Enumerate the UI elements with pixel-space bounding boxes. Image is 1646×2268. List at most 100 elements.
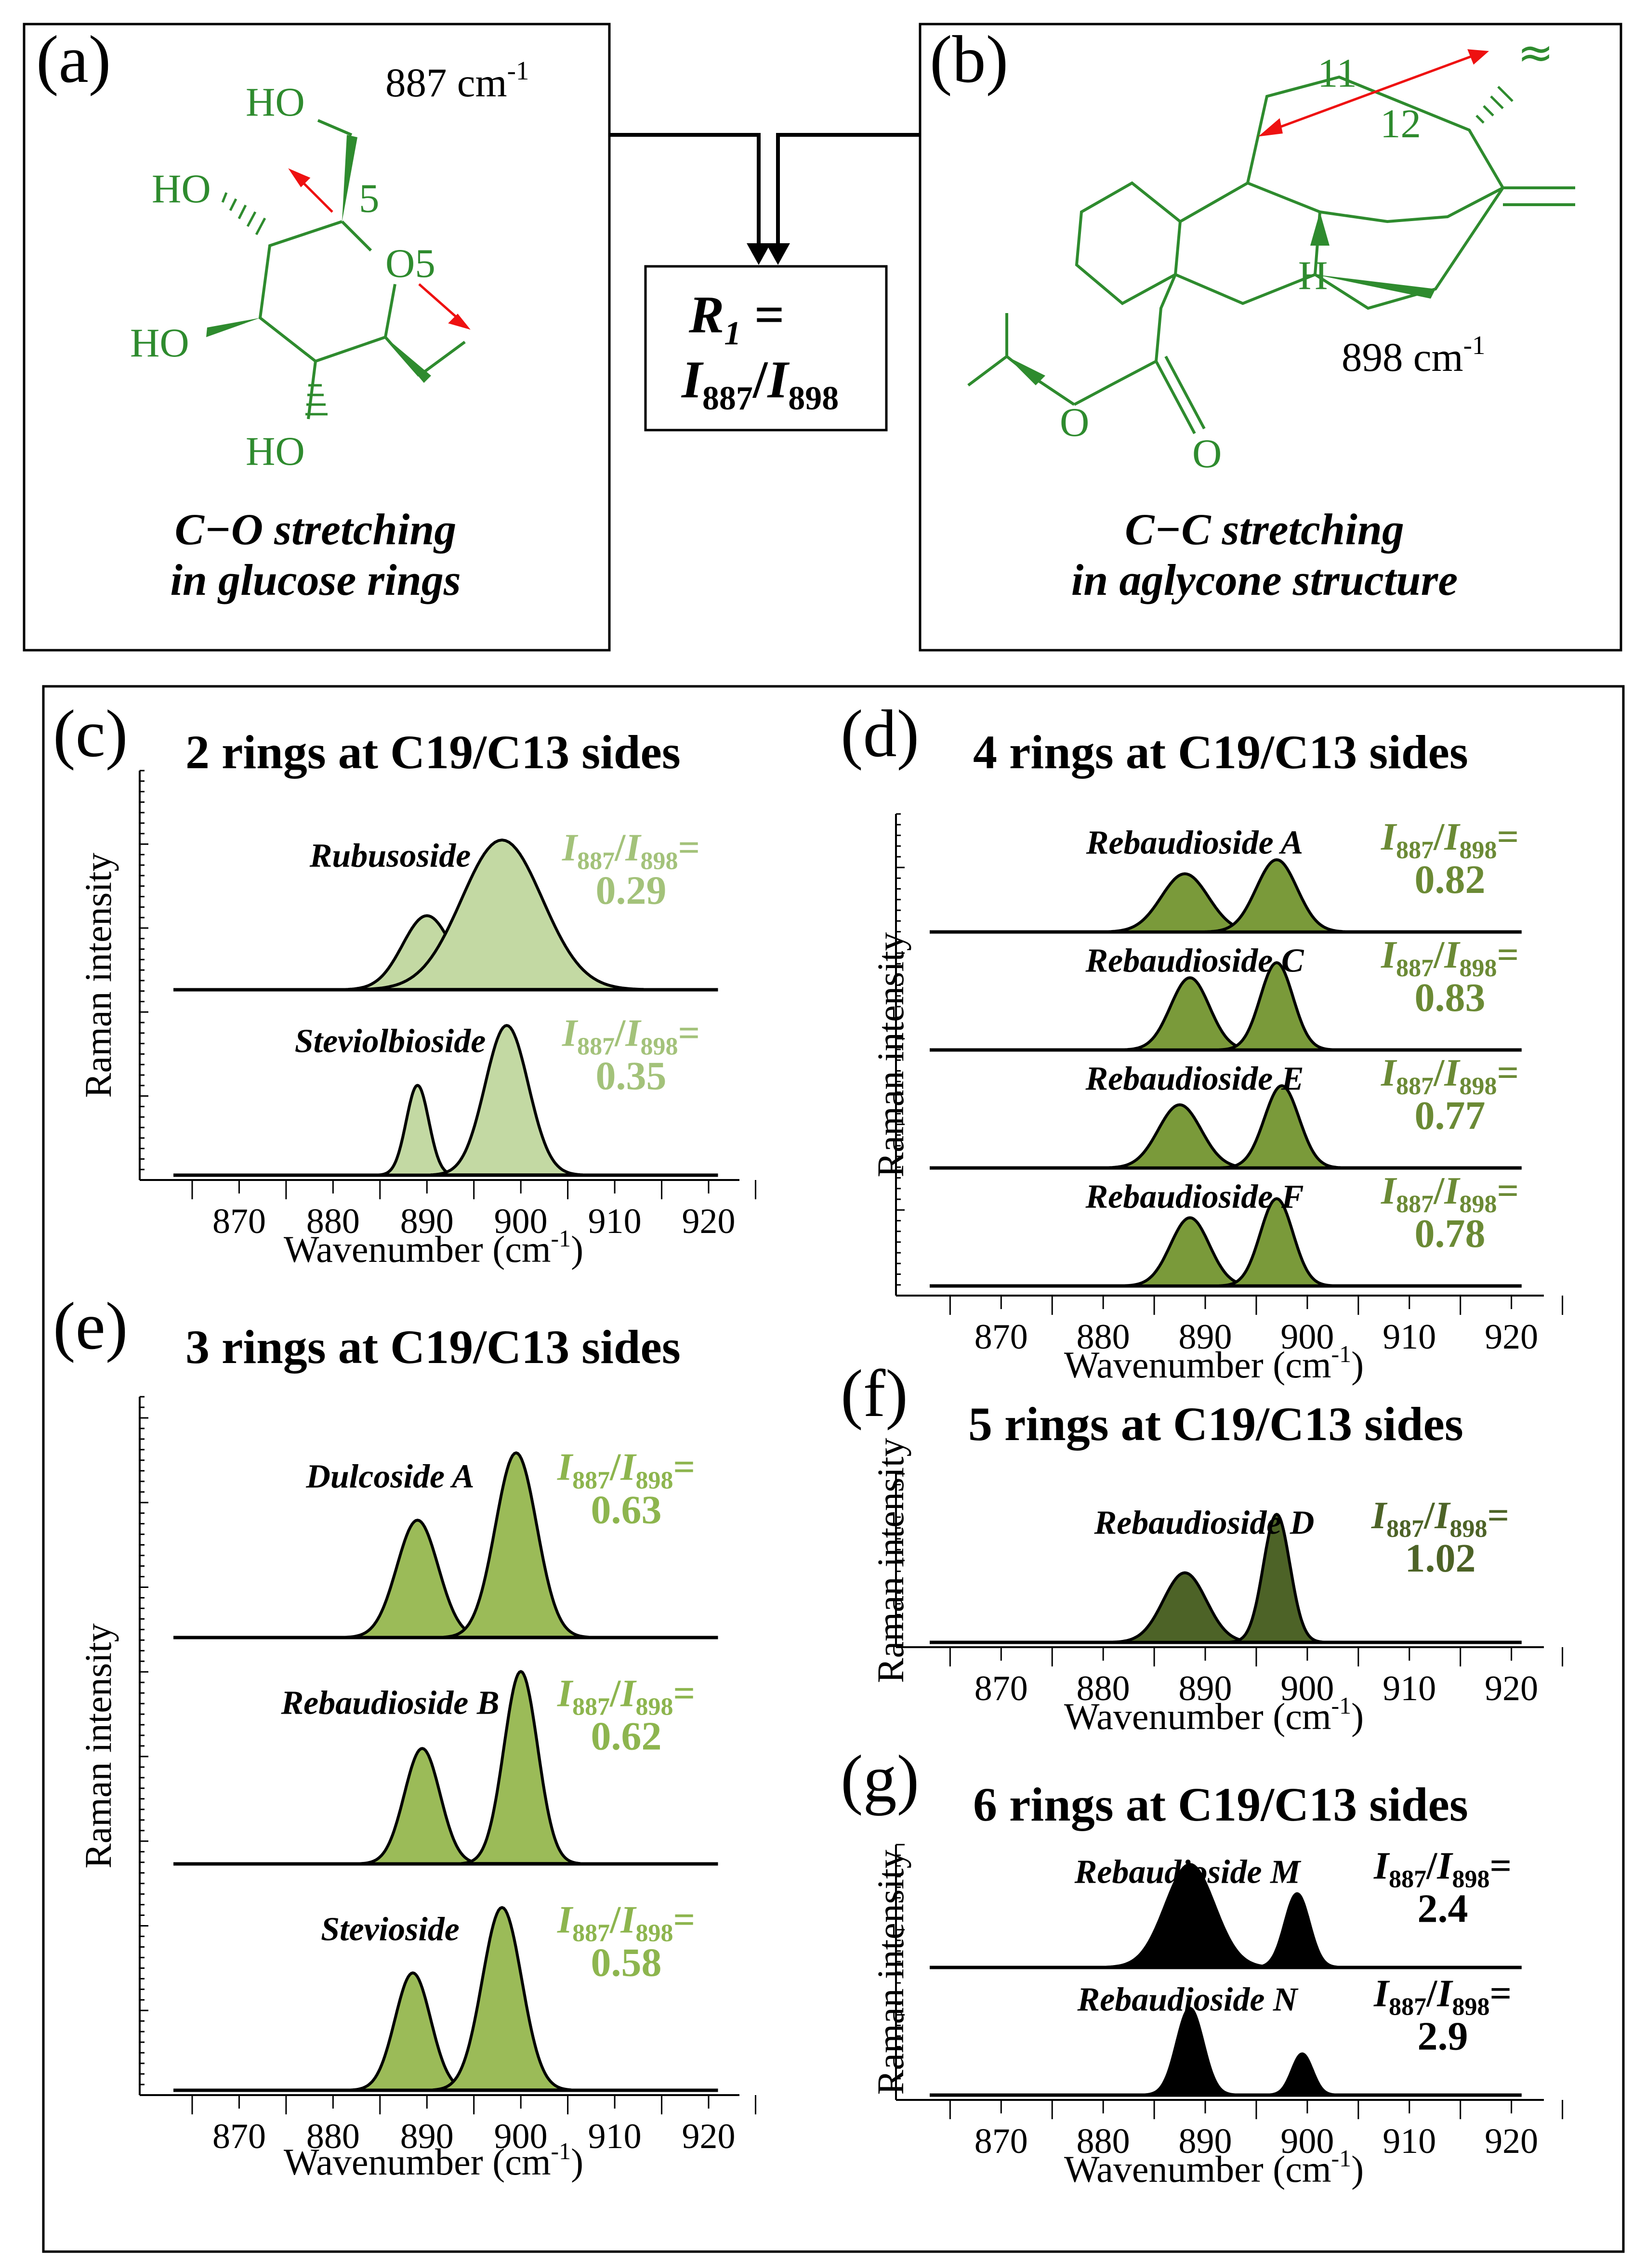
aglycone-caption-line2: in aglycone structure: [1071, 555, 1458, 604]
x-tick-label: 910: [588, 1202, 642, 1241]
x-tick-label: 880: [1077, 1317, 1130, 1357]
x-tick-label: 900: [494, 1202, 548, 1241]
ratio-slash: /: [614, 827, 626, 869]
ratio-r-sub: 1: [724, 315, 741, 352]
peak-rebaudioside-f-1: [1218, 1197, 1335, 1287]
ratio-i: I: [1444, 1052, 1461, 1094]
spectrum-ratio-value: 0.58: [591, 1940, 662, 1985]
peak-rebaudioside-d-1: [1228, 1513, 1325, 1644]
spectrum-ratio-formula: I887/I898=: [562, 1012, 700, 1061]
panel-e-xlabel: Wavenumber (cm-1): [284, 2137, 583, 2183]
spectrum-name: Rebaudioside A: [1086, 825, 1304, 862]
aglycone-atom-labels: 11 12 H O O: [1060, 51, 1421, 476]
connector-arrowheads: [747, 243, 790, 265]
aglycone-caption-line1: C−C stretching: [1125, 505, 1404, 554]
xlabel-text: Wavenumber (cm: [1064, 2148, 1331, 2190]
spectrum-name: Dulcoside A: [305, 1458, 474, 1495]
ratio-i: I: [625, 827, 642, 869]
panel-d-label: (d): [841, 696, 919, 771]
panel-f-title: 5 rings at C19/C13 sides: [968, 1397, 1463, 1451]
ratio-sub: 898: [1452, 1993, 1489, 2020]
glucose-wavenumber-value: 887 cm: [385, 60, 507, 105]
ratio-i: I: [1381, 934, 1397, 976]
spectrum-name: Stevioside: [321, 1911, 460, 1948]
peak-dulcoside-a-0: [343, 1519, 491, 1639]
ratio-sub: 887: [1389, 1993, 1426, 2020]
spectrum-name: Steviolbioside: [295, 1023, 486, 1060]
aglycone-caption: C−C stretching in aglycone structure: [1071, 505, 1458, 604]
ratio-slash: /: [609, 1899, 621, 1941]
x-tick-label: 900: [1280, 2122, 1334, 2161]
xlabel-text: Wavenumber (cm: [284, 2141, 551, 2183]
glucose-vibration-arrows: [288, 168, 471, 330]
panel-d-title: 4 rings at C19/C13 sides: [973, 725, 1468, 779]
peak-steviolbioside-1: [430, 1024, 584, 1177]
x-tick-label: 920: [1485, 1317, 1538, 1357]
x-tick-label: 880: [1077, 1669, 1130, 1708]
ratio-eq: =: [673, 1446, 695, 1488]
xlabel-end: ): [571, 2141, 583, 2183]
panel-c-ylabel: Raman intensity: [77, 852, 119, 1098]
spectrum-ratio-value: 2.9: [1418, 2014, 1468, 2058]
aglycone-wedges: [1007, 212, 1435, 385]
ratio-sub: 898: [635, 1467, 673, 1494]
x-tick-label: 920: [682, 1202, 736, 1241]
ratio-i: I: [620, 1899, 637, 1941]
ratio-eq: =: [1497, 1170, 1519, 1212]
aglycone-vibration-arrows: [1258, 49, 1489, 137]
panel-c-xlabel: Wavenumber (cm-1): [284, 1225, 583, 1270]
spectrum-ratio-formula: I887/I898=: [557, 1899, 695, 1947]
c11-label: 11: [1317, 51, 1357, 96]
x-tick-label: 890: [400, 1202, 454, 1241]
ratio-i: I: [562, 827, 579, 869]
ratio-eq: =: [1497, 934, 1519, 976]
ratio-sub: 887: [1386, 1515, 1424, 1543]
ratio-eq: =: [1489, 1972, 1512, 2015]
ratio-sub: 887: [1396, 837, 1434, 864]
ratio-formula: I887/I898: [681, 350, 839, 417]
xlabel-sup: -1: [551, 1225, 571, 1252]
ratio-i: I: [1436, 1845, 1453, 1887]
ratio-sub: 887: [1396, 1073, 1434, 1100]
spectrum-ratio-formula: I887/I898=: [1371, 1495, 1509, 1543]
ratio-i: I: [562, 1012, 579, 1055]
ester-o-label: O: [1060, 400, 1089, 445]
ratio-sub: 898: [1459, 1191, 1497, 1218]
glucose-wavenumber-sup: -1: [507, 56, 529, 85]
ratio-sub: 898: [1459, 955, 1497, 982]
panel-d-xlabel: Wavenumber (cm-1): [1064, 1340, 1364, 1386]
panel-g-label: (g): [841, 1742, 919, 1816]
spectrum-ratio-value: 1.02: [1405, 1536, 1476, 1581]
ratio-eq: =: [1497, 1052, 1519, 1094]
panel-c-label: (c): [53, 696, 128, 771]
ratio-i: I: [557, 1446, 574, 1488]
spectrum-ratio-value: 0.78: [1415, 1211, 1486, 1256]
x-tick-label: 910: [1383, 2122, 1436, 2161]
ratio-slash: /: [1423, 1495, 1435, 1537]
ratio-sub: 898: [1459, 1073, 1497, 1100]
ratio-r1: R1 =: [688, 285, 785, 352]
xlabel-sup: -1: [1331, 2145, 1352, 2172]
ratio-i: I: [1381, 1052, 1397, 1094]
ratio-slash: /: [1426, 1972, 1438, 2015]
spectrum-ratio-value: 2.4: [1418, 1886, 1468, 1931]
ho-left: HO: [152, 166, 211, 211]
peak-rebaudioside-d-0: [1108, 1571, 1262, 1644]
ratio-i: I: [1373, 1972, 1390, 2015]
ratio-s1: 887: [702, 380, 753, 417]
ratio-slash: /: [1426, 1845, 1438, 1887]
spectrum-name: Rebaudioside N: [1077, 1981, 1299, 2018]
spectrum-name: Rebaudioside F: [1085, 1179, 1304, 1216]
glucose-hashes: [221, 192, 328, 416]
ratio-eq: =: [678, 1012, 700, 1055]
ho-top: HO: [246, 79, 305, 125]
ratio-slash: /: [614, 1012, 626, 1055]
peak-rebaudioside-c-0: [1120, 976, 1260, 1051]
ratio-eq: =: [1487, 1495, 1509, 1537]
xlabel-text: Wavenumber (cm: [1064, 1695, 1331, 1737]
peak-dulcoside-a-1: [442, 1451, 590, 1639]
ratio-i: I: [1434, 1495, 1451, 1537]
spectrum-ratio-value: 0.83: [1415, 975, 1486, 1020]
spectrum-ratio-value: 0.62: [591, 1714, 662, 1758]
